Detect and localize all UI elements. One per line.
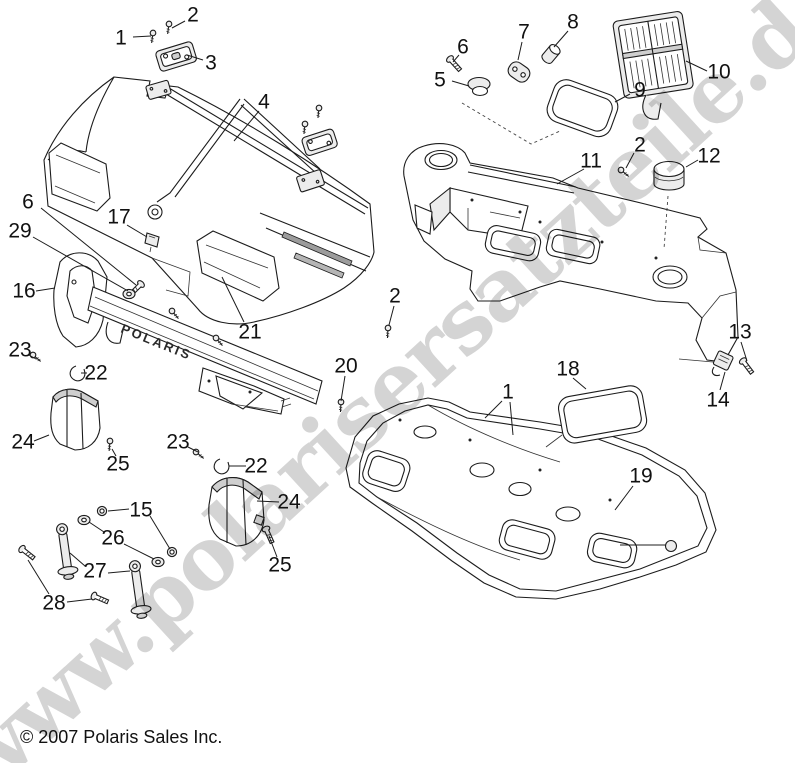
callout-12: 12 [697,144,721,168]
hood-hinge-plate-right [296,169,325,192]
callout-16: 16 [12,279,36,303]
callout-1: 1 [502,380,514,404]
part-fastener-cluster [444,43,562,144]
callout-22: 22 [84,361,108,385]
callout-21: 21 [238,320,262,344]
callout-2: 2 [634,133,646,157]
stud-27-right [124,559,152,619]
callout-20: 20 [334,354,358,378]
callout-6: 6 [457,35,469,59]
part-mounting-plate-top [148,20,198,72]
callout-3: 3 [205,51,217,75]
callout-8: 8 [567,10,579,34]
callout-24: 24 [277,490,301,514]
callout-15: 15 [129,498,153,522]
callout-9: 9 [634,78,646,102]
callout-4: 4 [258,90,270,114]
callout-22: 22 [244,454,268,478]
part-headlight-pod-left [51,389,100,450]
part-dash-panel [404,144,738,362]
callout-18: 18 [556,357,580,381]
callout-28: 28 [42,591,66,615]
callout-26: 26 [101,526,125,550]
callout-24: 24 [11,430,35,454]
part-cap [654,162,684,250]
callout-2: 2 [389,284,401,308]
part-headlight-pod-right [209,478,264,546]
callout-29: 29 [8,219,32,243]
part-hood [44,77,374,324]
part-lower-panel [346,398,716,599]
callout-23: 23 [166,430,190,454]
part-grille-vent [612,11,693,119]
hardware-fasteners [16,165,632,620]
stud-27-left [51,522,79,580]
callout-6: 6 [22,190,34,214]
part-clip-and-screw [679,350,756,375]
copyright-text: © 2007 Polaris Sales Inc. [20,727,223,747]
callout-10: 10 [707,60,731,84]
grommet-5 [468,78,490,96]
bracket-7 [505,59,532,85]
callout-19: 19 [629,464,653,488]
callout-5: 5 [434,68,446,92]
spacer-8 [540,43,562,66]
callout-7: 7 [518,20,530,44]
callout-2: 2 [187,3,199,27]
part-clip-17 [145,233,159,252]
part-mounting-plate-right [300,104,338,157]
callout-leader-lines [28,21,747,602]
hood-hinge-plate-left [145,80,171,100]
part-pad [546,384,649,447]
callout-1: 1 [115,26,127,50]
callout-23: 23 [8,338,32,362]
callout-25: 25 [268,553,292,577]
callout-27: 27 [83,559,107,583]
part-seal [543,76,621,140]
callout-17: 17 [107,205,131,229]
callout-14: 14 [706,388,730,412]
callout-11: 11 [580,149,602,173]
callout-25: 25 [106,452,130,476]
callout-13: 13 [728,320,752,344]
